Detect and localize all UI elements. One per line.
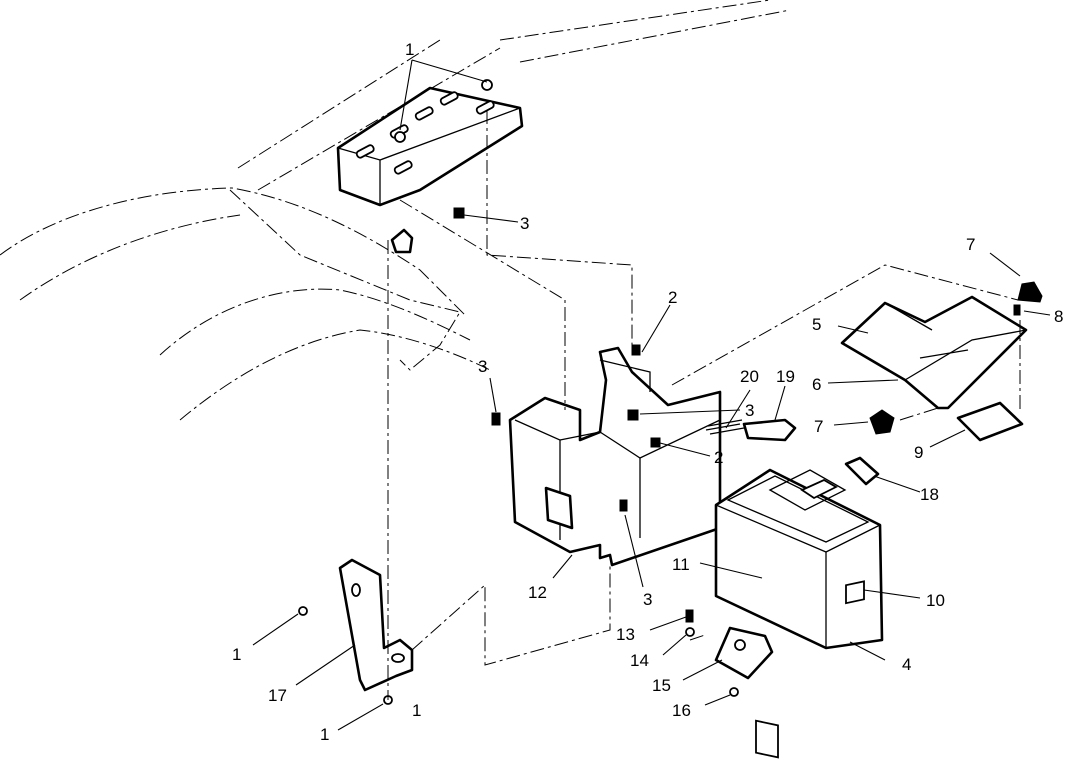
callout-1-left: 1 [232,645,241,664]
vertical-bracket [338,558,414,692]
cover-plate [956,401,1024,442]
callout-11: 11 [672,555,690,574]
callout-15: 15 [652,676,671,695]
callout-labels: 1 1 1 1 2 2 3 3 3 3 3 4 5 6 7 7 8 9 10 1… [232,40,1063,744]
upper-mount-bracket [336,79,524,207]
callout-3-bottom: 3 [643,590,652,609]
callout-16: 16 [672,701,691,720]
callout-3-left: 3 [478,357,487,376]
callout-6: 6 [812,375,821,394]
callout-20: 20 [740,367,759,386]
battery [714,468,884,759]
callout-1-mid: 1 [412,701,421,720]
callout-1-bottom: 1 [320,725,329,744]
terminal-boot [844,456,880,486]
callout-2-lower: 2 [714,448,723,467]
callout-19: 19 [776,367,795,386]
assembly-center-lines [387,110,1021,700]
callout-10: 10 [926,591,945,610]
callout-5: 5 [812,315,821,334]
callout-2-upper: 2 [668,288,677,307]
callout-7-upper: 7 [966,235,975,254]
callout-12: 12 [528,583,547,602]
callout-3-top: 3 [520,214,529,233]
callout-8: 8 [1054,307,1063,326]
leader-lines [252,59,1051,731]
battery-box [508,346,722,567]
rubber-cap-lower [869,409,895,435]
callout-7-lower: 7 [814,417,823,436]
battery-cover [840,295,1028,410]
hold-down-block [714,626,774,680]
callout-9: 9 [914,443,923,462]
callout-3-center: 3 [745,401,754,420]
rubber-cap-upper [1017,281,1043,303]
callout-1-upper: 1 [405,40,414,59]
fasteners [298,207,1021,705]
callout-18: 18 [920,485,939,504]
callout-13: 13 [616,625,635,644]
callout-14: 14 [630,651,649,670]
cable-clamp [705,418,797,442]
callout-4: 4 [902,655,911,674]
frame-tab [390,228,414,254]
callout-17: 17 [268,686,287,705]
vehicle-frame-outline [0,0,791,421]
